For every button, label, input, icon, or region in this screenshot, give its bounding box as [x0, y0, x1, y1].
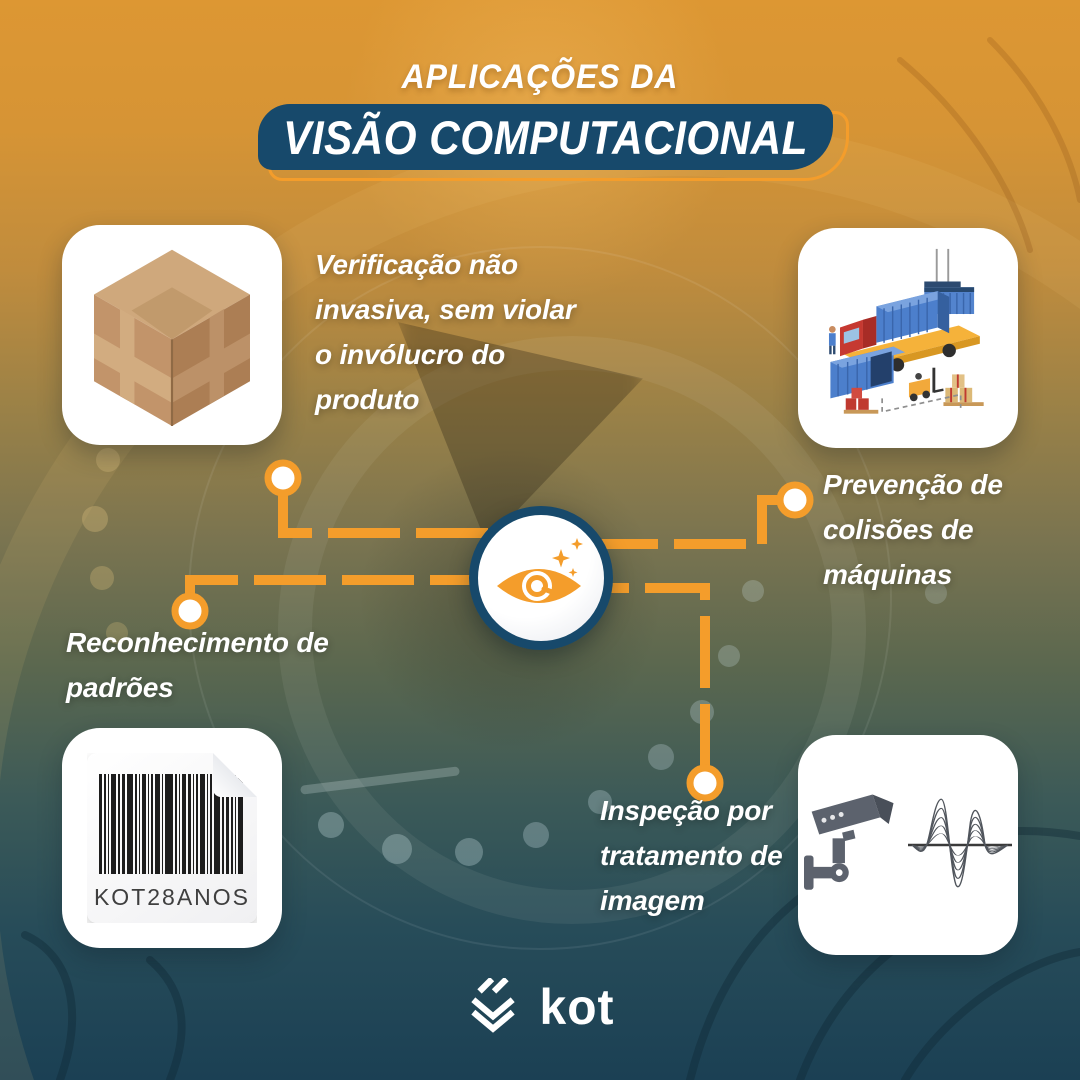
card-barcode: KOT28ANOS: [62, 728, 282, 948]
connector-node-top-left: [264, 459, 302, 497]
page-title: VISÃO COMPUTACIONAL: [283, 110, 808, 164]
brand-name: kot: [539, 979, 615, 1035]
card-container-truck: [798, 228, 1018, 448]
connector-node-bottom-left: [171, 592, 209, 630]
title-kicker: APLICAÇÕES DA: [401, 58, 679, 96]
container-truck-loading-icon: [828, 248, 984, 414]
kot-logo-icon: [471, 978, 515, 1033]
connector-node-bottom-right: [686, 764, 724, 802]
label-collision-prevention: Prevenção de colisões de máquinas: [823, 469, 1003, 590]
barcode-sticker-icon: KOT28ANOS: [87, 753, 257, 923]
cardboard-box-icon: [94, 249, 250, 426]
footer-brand: kot: [0, 978, 1080, 1036]
connector-node-top-right: [776, 481, 814, 519]
label-non-invasive-verification: Verificação não invasiva, sem violar o i…: [315, 249, 576, 415]
card-image-inspection: [798, 735, 1018, 955]
computer-vision-eye-icon: [497, 538, 583, 603]
label-pattern-recognition: Reconhecimento de padrões: [66, 627, 329, 703]
card-cardboard-box: [62, 225, 282, 445]
sticker-fold-corner: [213, 753, 257, 797]
waveform-icon: [908, 798, 1012, 888]
label-image-inspection: Inspeção por tratamento de imagem: [600, 795, 783, 916]
title-banner: VISÃO COMPUTACIONAL: [258, 104, 833, 170]
center-medallion: [469, 506, 613, 650]
barcode-text: KOT28ANOS: [93, 884, 251, 910]
barcode-bars: [99, 774, 245, 874]
cctv-camera-icon: [804, 794, 894, 890]
